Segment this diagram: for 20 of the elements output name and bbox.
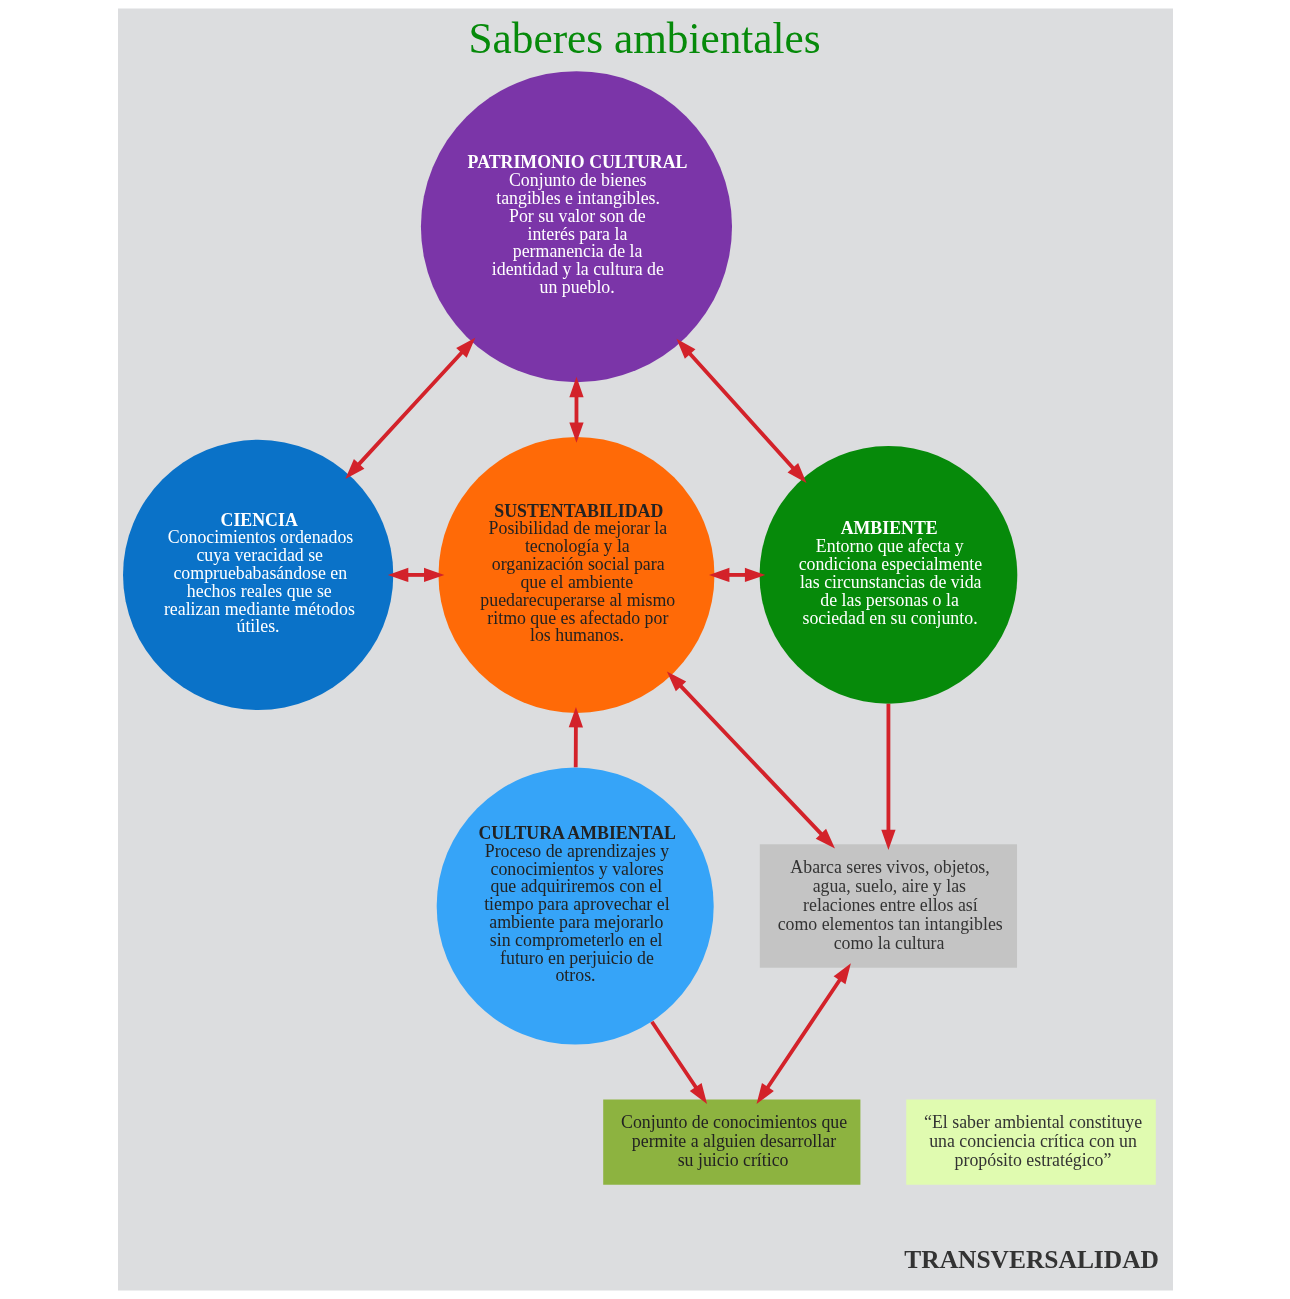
node-box: Abarca seres vivos, objetos, agua, suelo, aire y las relaciones entre ellos así como elementos tan intangibles como la cultura — [759, 844, 1017, 968]
diagram-title: Saberes ambientales — [468, 14, 821, 63]
node-circle: CIENCIA Conocimientos ordenados cuya veracidad se compruebabasándose en hechos reales que se realizan mediante métodos útiles. — [122, 439, 393, 711]
arrow — [649, 1020, 707, 1104]
arrow — [387, 567, 444, 583]
arrow — [880, 703, 896, 851]
node-circle: PATRIMONIO CULTURAL Conjunto de bienes tangibles e intangibles. Por su valor son de interés para la permanencia de la identidad y la cultura de un pueblo. — [420, 71, 732, 383]
label: TRANSVERSALIDAD — [903, 1244, 1159, 1274]
arrow — [675, 338, 807, 483]
arrow — [568, 376, 584, 443]
node-box: “El saber ambiental constituye una conciencia crítica con un propósito estratégico” — [905, 1099, 1156, 1185]
node-box: Conjunto de conocimientos que permite a alguien desarrollar su juicio crítico — [602, 1099, 860, 1185]
arrow — [708, 567, 765, 583]
node-circle: SUSTENTABILIDAD Posibilidad de mejorar la tecnología y la organización social para que el ambiente puedarecuperarse al mismo ritmo que es afectado por los humanos. — [437, 436, 714, 713]
arrow — [344, 337, 475, 479]
arrow — [568, 706, 583, 768]
arrow — [666, 671, 835, 849]
node-circle: CULTURA AMBIENTAL Proceso de aprendizajes y conocimientos y valores que adquiriremos con el tiempo para aprovechar el ambiente para mejorarlo sin comprometerlo en el futuro en perjuicio de otros. — [436, 767, 714, 1045]
node-circle: AMBIENTE Entorno que afecta y condiciona especialmente las circunstancias de vida de las personas o la sociedad en su conjunto. — [759, 446, 1017, 704]
arrow — [756, 963, 851, 1104]
